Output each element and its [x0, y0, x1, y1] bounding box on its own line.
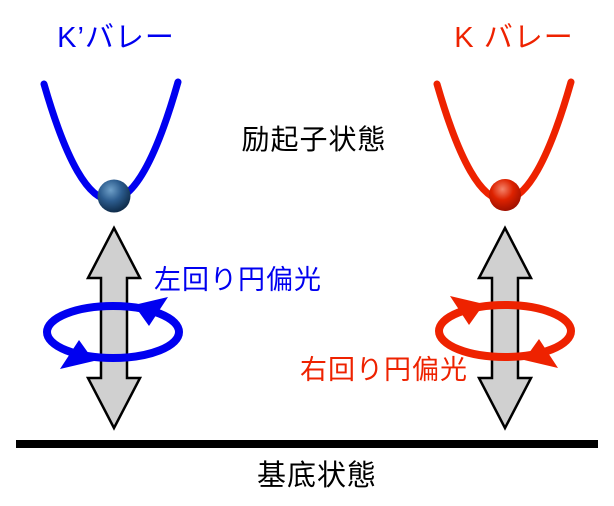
exciton-state-label: 励起子状態 — [241, 124, 387, 155]
left-circular-polarization-icon — [43, 297, 183, 369]
k-prime-valley-label: K’バレー — [57, 22, 175, 54]
right-circular-polarization-icon — [435, 296, 575, 368]
left-polarization-ellipse — [43, 302, 183, 362]
left-polarization-arrowhead-top — [134, 297, 168, 326]
right-polarization-arrowhead-bottom — [524, 339, 558, 368]
right-circular-polarization-label: 右回り円偏光 — [300, 355, 468, 385]
left-transition-arrow-icon — [85, 225, 143, 431]
left-polarization-arrowhead-bottom — [60, 340, 94, 369]
k-exciton-ball — [489, 179, 521, 211]
k-prime-exciton-ball — [97, 179, 131, 213]
ground-state-line — [16, 440, 598, 448]
k-valley-label: K バレー — [454, 22, 574, 54]
right-transition-arrow-icon — [476, 225, 534, 431]
left-circular-polarization-label: 左回り円偏光 — [154, 265, 322, 295]
right-polarization-ellipse — [435, 301, 575, 361]
right-polarization-arrowhead-top — [450, 296, 484, 325]
ground-state-label: 基底状態 — [256, 460, 378, 492]
